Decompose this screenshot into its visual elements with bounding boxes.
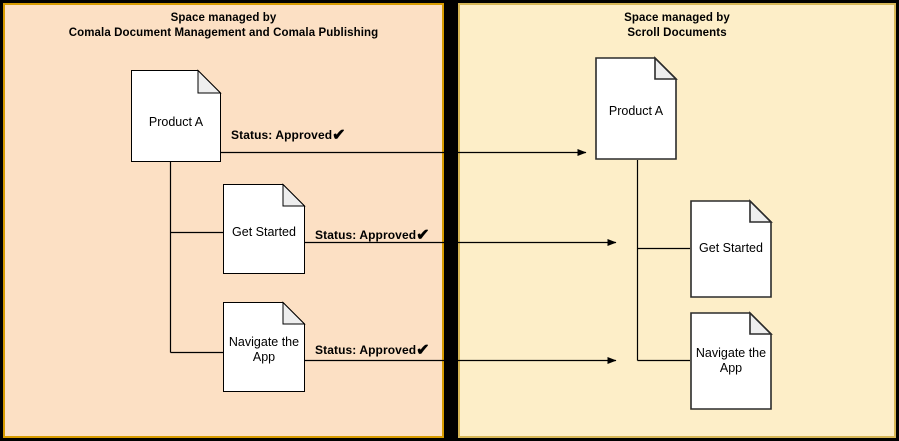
- doc-right-navigate-the-app-label: Navigate the App: [690, 346, 772, 376]
- doc-left-product-a[interactable]: Product A: [131, 69, 222, 162]
- check-icon: ✔: [416, 227, 430, 244]
- panel-right-title-line1: Space managed by: [624, 12, 730, 24]
- check-icon: ✔: [332, 127, 346, 144]
- panel-left-title-line2: Comala Document Management and Comala Pu…: [68, 27, 379, 39]
- doc-label-line1: Get Started: [232, 225, 296, 239]
- check-icon: ✔: [416, 342, 430, 359]
- panel-right-title-line2: Scroll Documents: [627, 27, 727, 39]
- space-divider: [444, 0, 458, 441]
- doc-left-product-a-label: Product A: [131, 115, 221, 130]
- doc-right-product-a-label: Product A: [595, 104, 677, 119]
- doc-right-navigate-the-app[interactable]: Navigate the App: [690, 311, 773, 410]
- doc-left-get-started[interactable]: Get Started: [223, 183, 306, 274]
- panel-right-title: Space managed by Scroll Documents: [460, 11, 894, 41]
- panel-left-title: Space managed by Comala Document Managem…: [5, 11, 442, 41]
- doc-label-line1: Navigate the: [228, 335, 300, 349]
- doc-left-get-started-label: Get Started: [223, 225, 305, 240]
- status-badge-navigate-the-app: Status: Approved✔: [315, 343, 430, 359]
- status-badge-product-a: Status: Approved✔: [231, 128, 346, 144]
- status-text: Status: Approved: [315, 343, 417, 357]
- status-badge-get-started: Status: Approved✔: [315, 228, 430, 244]
- doc-label-line2: App: [719, 361, 743, 375]
- panel-left-title-line1: Space managed by: [170, 12, 277, 24]
- status-text: Status: Approved: [315, 228, 417, 242]
- doc-right-get-started[interactable]: Get Started: [690, 199, 773, 298]
- doc-label-line1: Navigate the: [695, 346, 767, 360]
- doc-right-get-started-label: Get Started: [690, 241, 772, 256]
- status-text: Status: Approved: [231, 128, 333, 142]
- doc-label-line2: App: [252, 350, 276, 364]
- doc-label-line1: Product A: [148, 115, 204, 129]
- doc-left-navigate-the-app[interactable]: Navigate the App: [223, 301, 306, 392]
- doc-label-line1: Get Started: [699, 241, 763, 255]
- doc-left-navigate-the-app-label: Navigate the App: [223, 335, 305, 365]
- doc-right-product-a[interactable]: Product A: [595, 56, 678, 160]
- doc-label-line1: Product A: [608, 104, 664, 118]
- panel-right-space: Space managed by Scroll Documents: [458, 3, 896, 438]
